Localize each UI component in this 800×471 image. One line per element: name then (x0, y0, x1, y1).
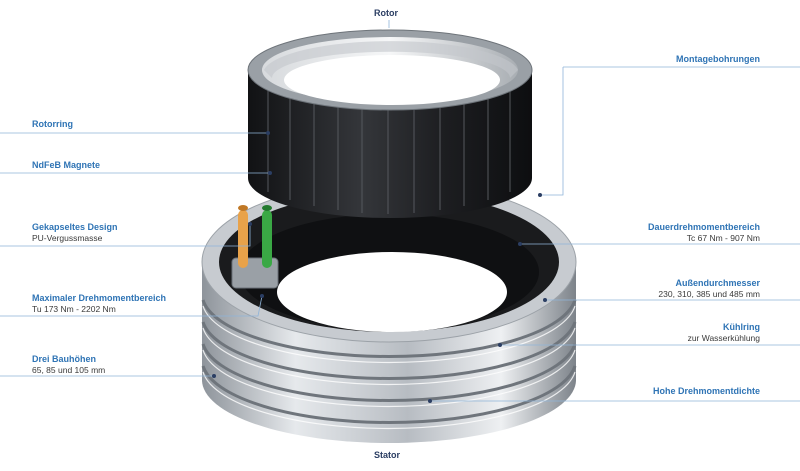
label-title: Außendurchmesser (675, 278, 760, 288)
label-sub: Tc 67 Nm - 907 Nm (686, 233, 760, 243)
label-rotorring: Rotorring (32, 119, 73, 130)
leader-lines (0, 20, 800, 402)
label-design: Gekapseltes Design PU-Vergussmasse (32, 222, 118, 244)
magnet-segments (267, 86, 511, 214)
label-title: Rotorring (32, 119, 73, 129)
label-title: Kühlring (723, 322, 760, 332)
label-continuous-torque: Dauerdrehmomentbereich Tc 67 Nm - 907 Nm (648, 222, 760, 244)
label-sub: PU-Vergussmasse (32, 233, 103, 243)
label-cooling-ring: Kühlring zur Wasserkühlung (688, 322, 760, 344)
label-title: Hohe Drehmomentdichte (652, 386, 760, 396)
cooling-grooves (201, 299, 577, 424)
label-title: NdFeB Magnete (32, 160, 101, 170)
label-sub: 230, 310, 385 und 485 mm (658, 289, 760, 299)
connector-cables (231, 205, 279, 289)
label-heights: Drei Bauhöhen 65, 85 und 105 mm (32, 354, 105, 376)
label-torque-density: Hohe Drehmomentdichte (653, 386, 760, 397)
label-sub: Tu 173 Nm - 2202 Nm (32, 304, 116, 314)
label-sub: 65, 85 und 105 mm (32, 365, 106, 375)
label-sub: zur Wasserkühlung (687, 333, 760, 343)
label-mounting-holes: Montagebohrungen (676, 54, 760, 65)
stator (201, 181, 577, 443)
label-title: Gekapseltes Design (32, 222, 118, 232)
label-magnete: NdFeB Magnete (32, 160, 100, 171)
label-title: Drei Bauhöhen (32, 354, 97, 364)
rotor-caption: Rotor (374, 8, 398, 18)
label-title: Dauerdrehmomentbereich (647, 222, 760, 232)
label-max-torque: Maximaler Drehmomentbereich Tu 173 Nm - … (32, 293, 166, 315)
label-title: Maximaler Drehmomentbereich (32, 293, 167, 303)
stator-caption: Stator (374, 450, 401, 460)
label-title: Montagebohrungen (676, 54, 760, 64)
label-outer-diameter: Außendurchmesser 230, 310, 385 und 485 m… (658, 278, 760, 300)
rotor (247, 29, 533, 218)
